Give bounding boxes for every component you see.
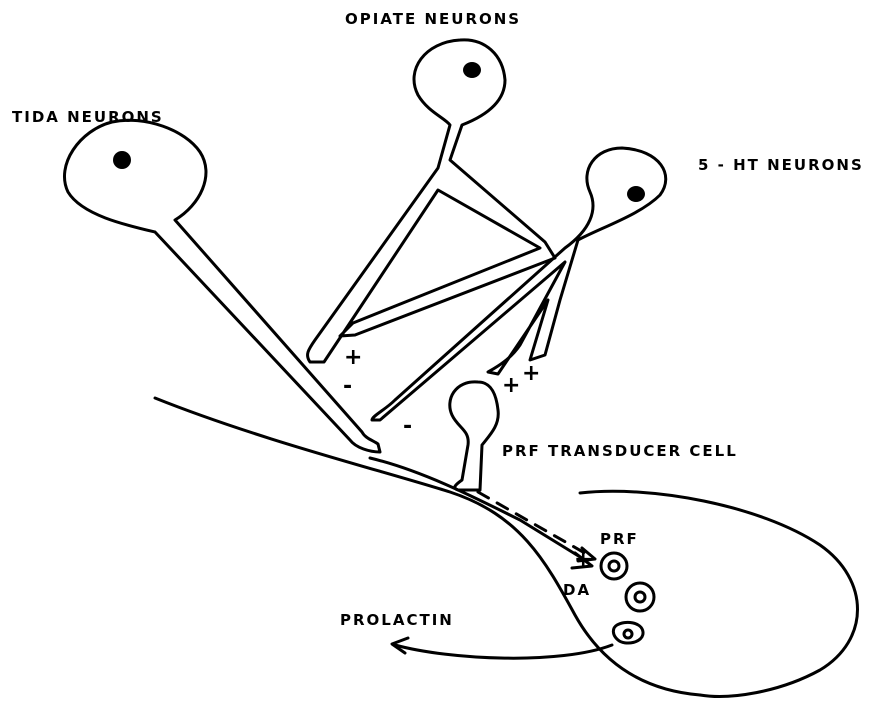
tida-neuron <box>64 120 380 452</box>
prf-transducer-cell <box>450 382 498 490</box>
prf-on-lactotroph-sign: + <box>574 547 592 572</box>
prf-transducer-label: PRF TRANSDUCER CELL <box>502 442 738 460</box>
ht-prf-plus-right-sign: + <box>522 361 540 386</box>
tida-neurons-label: TIDA NEURONS <box>12 108 164 126</box>
opiate-tida-minus-sign: - <box>343 374 352 399</box>
tida-axon-to-portal <box>370 458 585 560</box>
ht-neurons-label: 5 - HT NEURONS <box>698 156 864 174</box>
prf-label: PRF <box>600 530 639 548</box>
opiate-neurons-label: OPIATE NEURONS <box>345 10 521 28</box>
prolactin-cell <box>613 622 643 643</box>
opiate-nucleus <box>463 62 481 78</box>
prolactin-release-arrow <box>395 645 612 658</box>
da-target-cell <box>626 583 654 611</box>
prolactin-label: PROLACTIN <box>340 611 454 629</box>
tida-nucleus <box>113 151 131 169</box>
opiate-neuron <box>308 40 555 362</box>
ht-nucleus <box>627 186 645 202</box>
ht-prf-plus-left-sign: + <box>502 373 520 398</box>
opiate-tida-plus-sign: + <box>344 345 362 370</box>
prf-target-cell <box>601 553 627 579</box>
opiate-prf-minus-sign: - <box>403 414 412 439</box>
pituitary-outline <box>580 491 858 696</box>
da-label: DA <box>563 581 591 599</box>
